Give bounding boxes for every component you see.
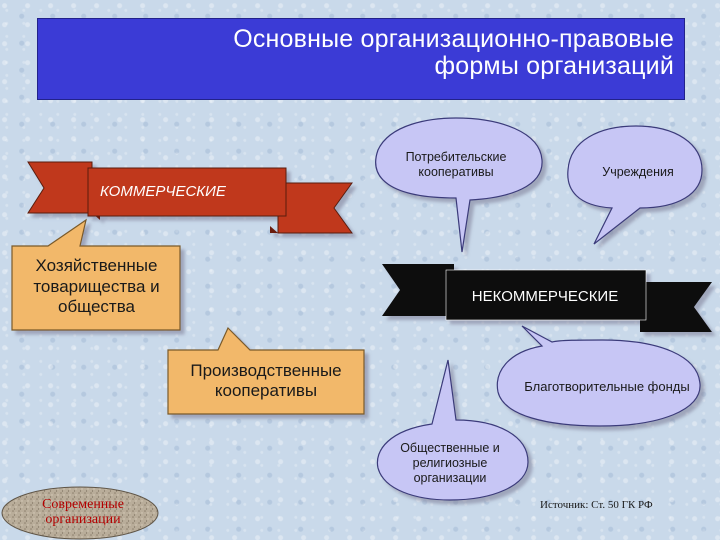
modern-organizations-badge[interactable]: Современные организации — [42, 497, 124, 527]
title-line-1: Основные организационно-правовые — [233, 25, 674, 53]
public-religious-label: Общественные и религиозные организации — [400, 440, 500, 485]
institutions-label: Учреждения — [602, 164, 674, 179]
commercial-label: КОММЕРЧЕСКИЕ — [100, 183, 226, 200]
public-bubble-shape — [376, 359, 529, 501]
source-note: Источник: Ст. 50 ГК РФ — [540, 499, 653, 512]
partnerships-label: Хозяйственные товарищества и общества — [33, 256, 160, 317]
prodcoop-callout-shape — [167, 326, 365, 415]
prodcoop-label: Производственные кооперативы — [190, 360, 342, 400]
consumer-coop-label: Потребительские кооперативы — [405, 150, 507, 179]
title-line-2: формы организаций — [434, 52, 674, 80]
noncommercial-ribbon — [382, 264, 712, 332]
consumer-bubble-shape — [375, 117, 543, 253]
charity-bubble-shape — [496, 325, 701, 427]
institutions-bubble-shape — [567, 125, 703, 245]
commercial-ribbon — [27, 161, 353, 234]
noncommercial-label: НЕКОММЕРЧЕСКИЕ — [471, 288, 619, 305]
modern-badge-shape — [1, 486, 159, 540]
charity-label: Благотворительные фонды — [524, 379, 690, 395]
title-bar: Основные организационно-правовые формы о… — [37, 18, 685, 100]
partnerships-callout-shape — [11, 218, 181, 331]
